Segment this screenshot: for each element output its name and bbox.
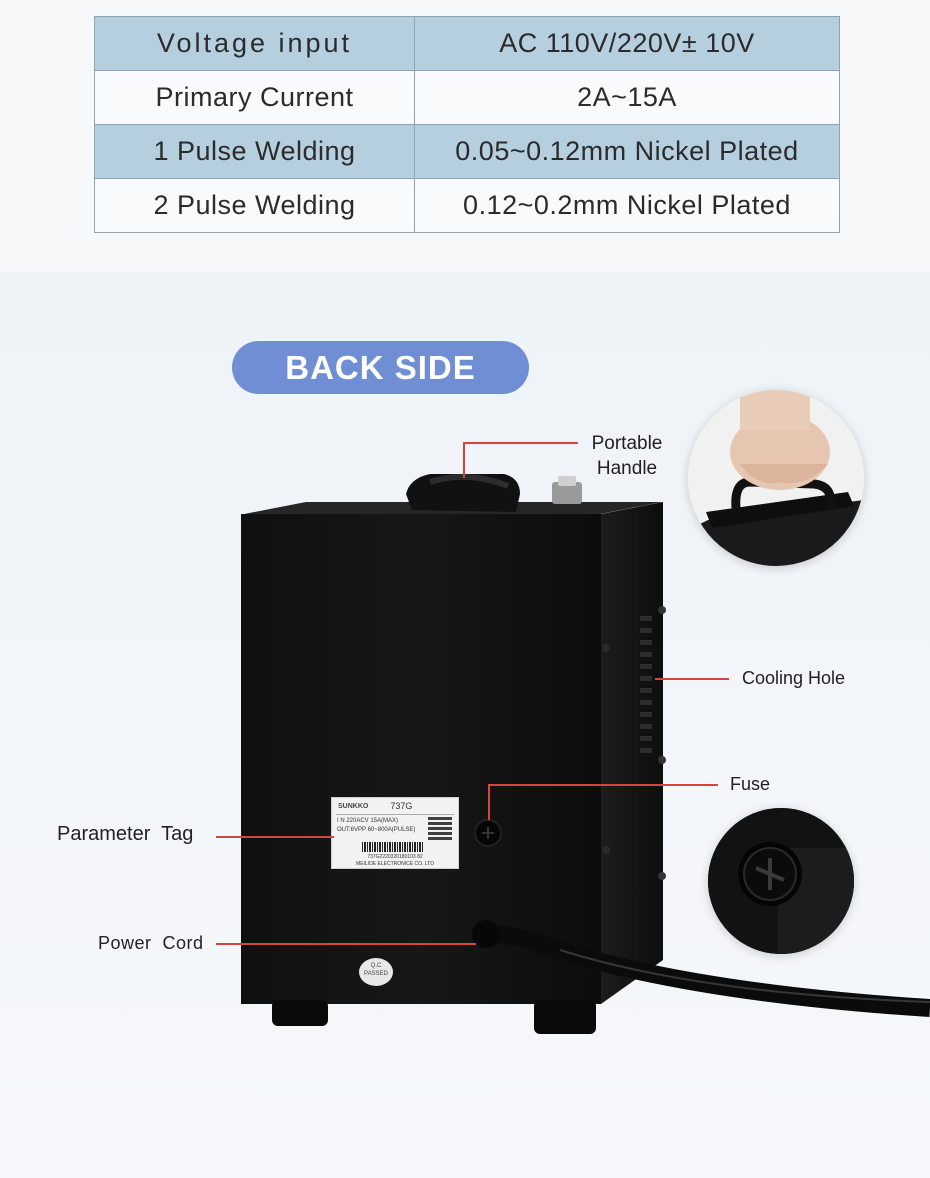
power-cord-label: Power Cord bbox=[98, 933, 204, 953]
parameter-tag-plate: SUNKKO 737G I N 220ACV 15A(MAX) OUT:6VPP… bbox=[331, 797, 459, 869]
cooling-leader-line bbox=[655, 678, 729, 680]
parameter-tag-label: Parameter Tag bbox=[57, 823, 194, 845]
portable-handle-label: Portable Handle bbox=[584, 431, 670, 481]
plate-serial: 737G2220320180103 82 bbox=[367, 854, 423, 860]
fuse-detail-photo bbox=[708, 808, 854, 954]
fuse-leader-line bbox=[488, 784, 718, 786]
plate-line1: I N 220ACV 15A(MAX) bbox=[337, 818, 399, 824]
fuse-label: Fuse bbox=[730, 774, 771, 794]
handle-leader-line bbox=[463, 442, 465, 478]
qc-sticker-text: Q.C PASSED bbox=[359, 962, 393, 978]
handle-leader-line bbox=[463, 442, 578, 444]
top-knob-icon bbox=[552, 482, 582, 504]
spec-label: Voltage input bbox=[94, 16, 415, 71]
device-back-panel bbox=[241, 514, 601, 1004]
hand-grip-icon bbox=[688, 390, 864, 566]
spec-label: 2 Pulse Welding bbox=[94, 178, 415, 233]
parameter-leader-line bbox=[216, 836, 334, 838]
plate-model: 737G bbox=[390, 801, 413, 811]
plate-maker: MEILIDE ELECTRONICE CO. LTD bbox=[356, 861, 434, 867]
qc-line2: PASSED bbox=[364, 971, 388, 977]
spec-table: Voltage input AC 110V/220V± 10V Primary … bbox=[94, 16, 840, 233]
spec-label: 1 Pulse Welding bbox=[94, 124, 415, 179]
device-side-panel bbox=[601, 502, 663, 1004]
table-row: 1 Pulse Welding 0.05~0.12mm Nickel Plate… bbox=[94, 124, 840, 179]
cooling-hole-label: Cooling Hole bbox=[742, 668, 846, 688]
plate-brand: SUNKKO bbox=[338, 802, 369, 810]
plate-barcode bbox=[362, 842, 424, 852]
qr-code-icon bbox=[428, 816, 452, 840]
table-row: Primary Current 2A~15A bbox=[94, 70, 840, 125]
handle-detail-photo bbox=[688, 390, 864, 566]
qc-line1: Q.C bbox=[370, 963, 382, 969]
qc-sticker bbox=[359, 958, 393, 986]
spec-value: 0.12~0.2mm Nickel Plated bbox=[414, 178, 840, 233]
plate-line2: OUT:6VPP 60~800A(PULSE) bbox=[337, 827, 416, 833]
back-side-badge: BACK SIDE bbox=[232, 341, 529, 394]
table-row: Voltage input AC 110V/220V± 10V bbox=[94, 16, 840, 71]
portable-handle-line2: Handle bbox=[596, 458, 658, 479]
power-cord-leader-line bbox=[216, 943, 476, 945]
portable-handle-line1: Portable bbox=[591, 433, 663, 454]
table-row: 2 Pulse Welding 0.12~0.2mm Nickel Plated bbox=[94, 178, 840, 233]
spec-value: AC 110V/220V± 10V bbox=[414, 16, 840, 71]
cooling-hole-icon bbox=[640, 616, 652, 753]
fuse-leader-line bbox=[488, 784, 490, 820]
device-foot bbox=[272, 1000, 328, 1026]
fuse-closeup-icon bbox=[708, 808, 854, 954]
spec-value: 0.05~0.12mm Nickel Plated bbox=[414, 124, 840, 179]
device-foot bbox=[534, 1000, 596, 1034]
